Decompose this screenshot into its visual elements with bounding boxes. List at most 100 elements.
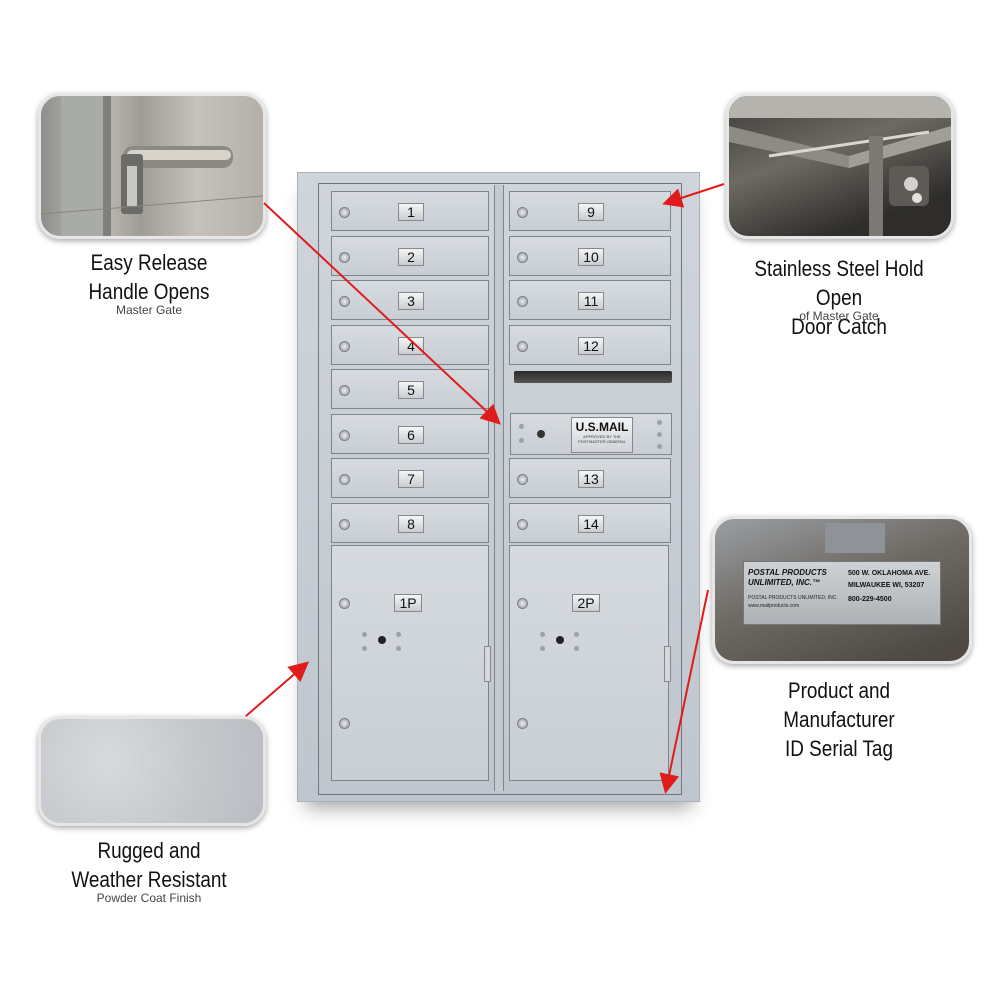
- handle-photo: [38, 93, 266, 239]
- serial-tag-address2: MILWAUKEE WI, 53207: [848, 582, 925, 589]
- lock-icon: [517, 251, 528, 263]
- finish-subtitle: Powder Coat Finish: [96, 891, 202, 905]
- lock-icon: [339, 251, 350, 263]
- master-lock-icon: [537, 430, 545, 438]
- mailbox-door-5[interactable]: 5: [331, 369, 489, 409]
- mailbox-door-12[interactable]: 12: [509, 324, 671, 365]
- serial-tag-small2: www.mailproducts.com: [748, 603, 800, 609]
- parcel-locker-2p[interactable]: 2P: [509, 545, 671, 781]
- serial-tag-address1: 500 W. OKLAHOMA AVE.: [848, 570, 931, 577]
- door-catch-illustration: [729, 96, 951, 236]
- finish-caption: Rugged and Weather Resistant: [54, 836, 243, 894]
- door-number: 9: [578, 203, 604, 221]
- rivet: [396, 632, 401, 637]
- handle-title-line2: Handle Opens: [88, 279, 210, 304]
- door-number: 10: [578, 247, 604, 266]
- finish-title-line1: Rugged and: [97, 838, 201, 863]
- parcel-hinge: [484, 646, 491, 682]
- door-number: 11: [578, 292, 604, 310]
- door-catch-photo: [726, 93, 954, 239]
- usmail-plate: U.S.MAIL APPROVED BY THE POSTMASTER GENE…: [571, 417, 633, 453]
- lock-icon: [339, 296, 350, 307]
- lock-icon: [517, 718, 528, 729]
- mailbox-door-3[interactable]: 3: [331, 280, 489, 320]
- mailbox-door-10[interactable]: 10: [509, 235, 671, 276]
- lock-icon: [339, 385, 350, 396]
- mailbox-door-1[interactable]: 1: [331, 191, 489, 231]
- rivet: [657, 444, 662, 449]
- parcel-locker-1p[interactable]: 1P: [331, 545, 491, 781]
- lock-icon: [517, 207, 528, 218]
- usmail-label: U.S.MAIL: [575, 420, 629, 434]
- lock-icon: [339, 340, 350, 352]
- door-number: 4: [398, 336, 424, 355]
- rivet: [519, 424, 524, 429]
- handle-illustration: [41, 96, 263, 236]
- lock-icon: [339, 474, 350, 485]
- rivet: [540, 646, 545, 651]
- serial-tag-plate: POSTAL PRODUCTS UNLIMITED, INC.™ POSTAL …: [743, 561, 941, 625]
- lock-icon: [339, 429, 350, 441]
- serial-tag-phone: 800-229-4500: [848, 596, 892, 603]
- parcel-keyhole-icon: [556, 636, 564, 644]
- mailbox-door-14[interactable]: 14: [509, 502, 671, 543]
- serial-tag-title-line1: Product and Manufacturer: [783, 678, 895, 732]
- mailbox-door-9[interactable]: 9: [509, 191, 671, 231]
- mailbox-door-2[interactable]: 2: [331, 235, 489, 276]
- lock-icon: [339, 598, 350, 609]
- parcel-hinge: [664, 646, 671, 682]
- mailbox-door-4[interactable]: 4: [331, 324, 489, 365]
- mailbox-door-13[interactable]: 13: [509, 458, 671, 498]
- usmail-fine-line1: APPROVED BY THE: [583, 434, 621, 439]
- lock-icon: [517, 598, 528, 609]
- mailbox-inner-frame: [318, 183, 682, 795]
- door-number: 7: [398, 470, 424, 488]
- lock-icon: [517, 518, 528, 530]
- serial-tag-title-line2: ID Serial Tag: [785, 736, 893, 761]
- parcel-keyhole-icon: [378, 636, 386, 644]
- master-door[interactable]: U.S.MAIL APPROVED BY THE POSTMASTER GENE…: [510, 413, 672, 455]
- mailbox-door-6[interactable]: 6: [331, 413, 489, 454]
- finish-swatch: [38, 716, 266, 826]
- mailbox-door-11[interactable]: 11: [509, 280, 671, 320]
- rivet: [657, 432, 662, 437]
- lock-icon: [517, 296, 528, 307]
- door-number: 13: [578, 470, 604, 488]
- mailbox-door-8[interactable]: 8: [331, 502, 489, 543]
- lock-icon: [517, 340, 528, 352]
- lock-icon: [517, 474, 528, 485]
- serial-tag-photo: POSTAL PRODUCTS UNLIMITED, INC.™ POSTAL …: [712, 516, 972, 664]
- rivet: [362, 646, 367, 651]
- rivet: [362, 632, 367, 637]
- handle-title-line1: Easy Release: [90, 250, 208, 275]
- rivet: [657, 420, 662, 425]
- finish-title-line2: Weather Resistant: [71, 867, 227, 892]
- center-divider: [494, 185, 504, 791]
- serial-tag-small1: POSTAL PRODUCTS UNLIMITED, INC.: [748, 595, 838, 601]
- door-number: 5: [398, 381, 424, 399]
- door-catch-caption: Stainless Steel Hold Open Door Catch: [730, 254, 948, 341]
- outgoing-mail-slot[interactable]: [514, 371, 672, 383]
- door-number: 1: [398, 203, 424, 221]
- mailbox-door-7[interactable]: 7: [331, 458, 489, 498]
- door-number: 6: [398, 425, 424, 444]
- serial-tag-brand2: UNLIMITED, INC.™: [748, 578, 820, 587]
- door-catch-subtitle: of Master Gate: [799, 309, 879, 323]
- door-number: 2: [398, 247, 424, 266]
- usmail-fine-line2: POSTMASTER GENERAL: [578, 439, 626, 444]
- rivet: [574, 632, 579, 637]
- serial-tag-caption: Product and Manufacturer ID Serial Tag: [730, 676, 948, 763]
- door-number: 8: [398, 514, 424, 533]
- lock-icon: [339, 718, 350, 729]
- serial-tag-brand1: POSTAL PRODUCTS: [748, 568, 827, 577]
- handle-subtitle: Master Gate: [115, 303, 183, 317]
- rivet: [540, 632, 545, 637]
- lock-icon: [339, 207, 350, 218]
- rivet: [574, 646, 579, 651]
- door-number: 12: [578, 336, 604, 355]
- lock-icon: [339, 518, 350, 530]
- handle-caption: Easy Release Handle Opens: [54, 248, 243, 306]
- door-catch-title-line1: Stainless Steel Hold Open: [754, 256, 924, 310]
- door-catch-title-line2: Door Catch: [791, 314, 887, 339]
